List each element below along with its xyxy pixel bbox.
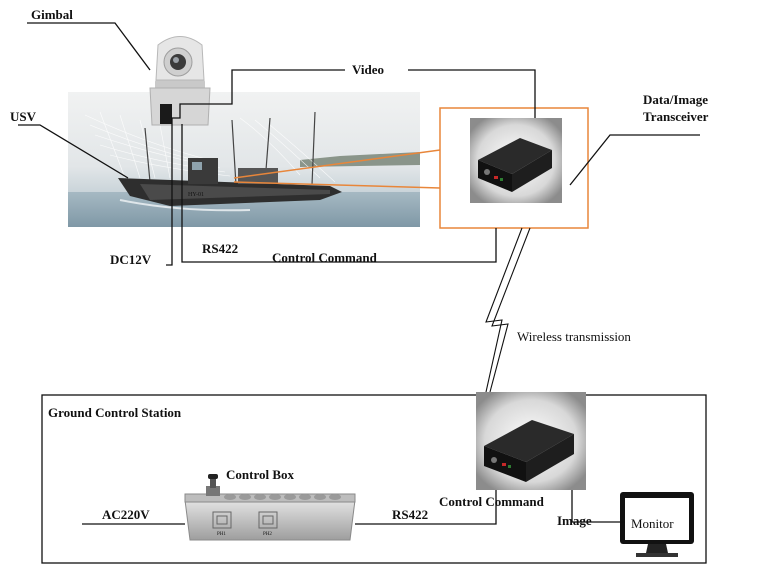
- transceiver-device-top: [470, 118, 562, 203]
- ptz2-label: PH2: [263, 532, 272, 537]
- ground-station-label: Ground Control Station: [48, 405, 182, 420]
- wireless-link: [485, 227, 531, 393]
- control-command-top-label: Control Command: [272, 250, 378, 265]
- dc12v-label: DC12V: [110, 252, 152, 267]
- control-command-bottom-label: Control Command: [439, 494, 545, 509]
- transceiver-device-bottom: [476, 392, 586, 490]
- monitor-label: Monitor: [631, 516, 674, 531]
- rs422-bottom-label: RS422: [392, 507, 428, 522]
- control-box-label: Control Box: [226, 467, 295, 482]
- bottom-wiring: [82, 490, 625, 525]
- rs422-top-label: RS422: [202, 241, 238, 256]
- transceiver-label-line1: Data/Image: [643, 92, 708, 107]
- image-label: Image: [557, 513, 592, 528]
- usv-label: USV: [10, 109, 37, 124]
- monitor-display: [620, 492, 694, 557]
- gimbal-label: Gimbal: [31, 7, 73, 22]
- boat-marking: HY-01: [188, 192, 204, 198]
- transceiver-label-line2: Transceiver: [643, 109, 709, 124]
- control-box: PH1 PH2: [184, 474, 356, 541]
- top-wiring: [18, 22, 700, 266]
- ptz1-label: PH1: [217, 532, 226, 537]
- wireless-label: Wireless transmission: [517, 329, 631, 344]
- ac220v-label: AC220V: [102, 507, 150, 522]
- ground-station-frame: [41, 394, 707, 564]
- usv-photo: HY-01: [68, 92, 420, 227]
- video-label: Video: [352, 62, 384, 77]
- gimbal-camera: [149, 36, 211, 126]
